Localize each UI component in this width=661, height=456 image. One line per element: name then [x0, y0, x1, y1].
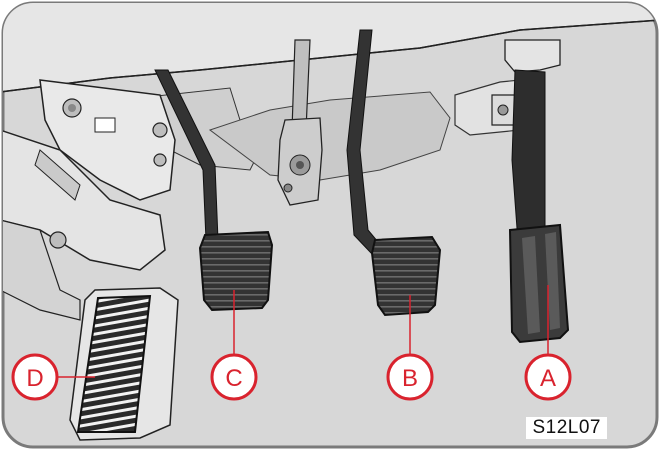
right-bracket: [491, 39, 561, 126]
callout-leaders: [58, 285, 549, 378]
callout-a: A: [524, 353, 572, 401]
brake-pedal-pad: [370, 235, 442, 317]
accelerator-pedal-arm: [511, 69, 546, 243]
callout-d-label: D: [26, 365, 43, 392]
figure-reference-code: S12L07: [526, 417, 607, 439]
clutch-pedal-pad: [198, 230, 274, 312]
callout-b: B: [386, 353, 434, 401]
callout-d: D: [11, 353, 59, 401]
left-bracket: [3, 79, 176, 321]
footrest: [69, 287, 179, 441]
accelerator-pedal-pad: [508, 223, 570, 344]
callout-c: C: [210, 353, 258, 401]
steering-column: [277, 39, 323, 206]
callout-b-label: B: [402, 365, 418, 392]
callout-c-label: C: [225, 365, 242, 392]
callout-a-label: A: [540, 365, 556, 392]
